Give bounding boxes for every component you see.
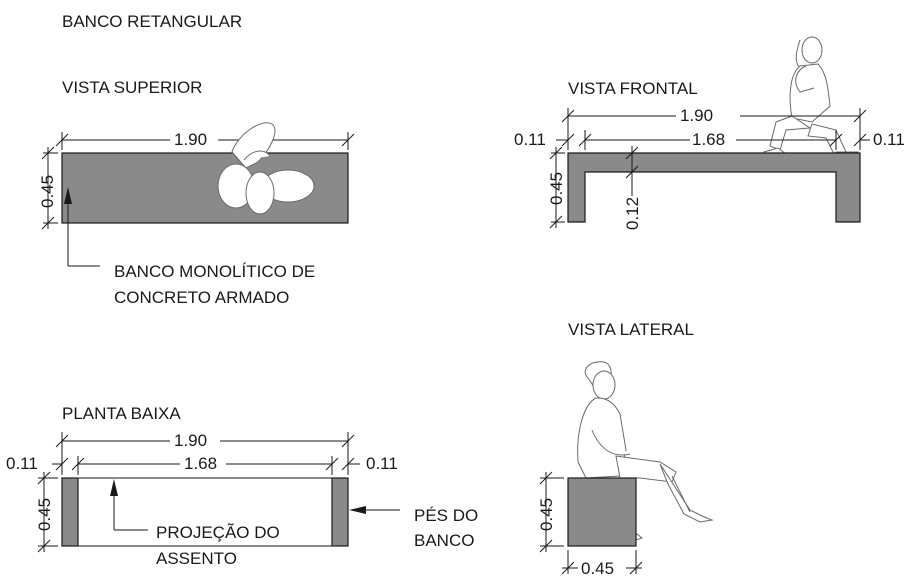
- front-dim-total: 1.90: [561, 106, 867, 150]
- plan-dim-inner: 1.68 0.11 0.11: [6, 454, 398, 475]
- plan-dim-width: 0.45: [35, 471, 58, 553]
- front-dim-inner-label: 1.68: [692, 130, 725, 149]
- page-title: BANCO RETANGULAR: [62, 12, 242, 31]
- side-dim-depth: 0.45: [561, 550, 643, 578]
- plan-dim-total-label: 1.90: [174, 431, 207, 450]
- top-view-title: VISTA SUPERIOR: [62, 78, 202, 97]
- plan-foot-right: [331, 477, 349, 547]
- top-note-line2: CONCRETO ARMADO: [114, 288, 289, 307]
- plan-view: PLANTA BAIXA 1.90 1.68 0.11 0.11: [6, 404, 478, 568]
- top-dim-width: 0.45: [38, 146, 58, 230]
- front-dim-inner: 1.68 0.11 0.11: [514, 130, 905, 150]
- top-note-leader: [64, 187, 100, 267]
- plan-dim-width-label: 0.45: [35, 498, 54, 531]
- plan-note-projection-line2: ASSENTO: [156, 549, 237, 568]
- front-dim-left-label: 0.11: [514, 130, 546, 149]
- top-dim-length-label: 1.90: [174, 130, 207, 149]
- front-dim-total-label: 1.90: [680, 106, 713, 125]
- front-view-title: VISTA FRONTAL: [568, 79, 698, 98]
- front-dim-right-label: 0.11: [873, 130, 905, 149]
- side-view: VISTA LATERAL 0.45: [537, 320, 714, 578]
- side-view-title: VISTA LATERAL: [568, 320, 694, 339]
- front-view: VISTA FRONTAL 1.90: [514, 36, 905, 230]
- plan-dim-inner-label: 1.68: [184, 454, 217, 473]
- side-dim-depth-label: 0.45: [581, 559, 614, 578]
- front-dim-slab: 0.12: [623, 146, 642, 230]
- plan-projection-leader: [110, 479, 148, 531]
- plan-foot-left: [61, 477, 79, 547]
- person-front-illustration: [762, 36, 859, 157]
- person-top-illustration: [217, 122, 315, 215]
- plan-note-projection-line1: PROJEÇÃO DO: [156, 523, 280, 542]
- plan-note-feet-line1: PÉS DO: [414, 506, 478, 525]
- plan-dim-left-label: 0.11: [6, 454, 38, 473]
- front-bench-profile: [567, 152, 861, 223]
- side-bench-block: [567, 477, 637, 547]
- top-note-line1: BANCO MONOLÍTICO DE: [114, 262, 315, 281]
- side-dim-height: 0.45: [537, 471, 564, 553]
- plan-seat-projection: [61, 477, 349, 547]
- front-dim-height-label: 0.45: [547, 172, 566, 205]
- top-dim-length: 1.90: [55, 130, 355, 150]
- front-dim-height: 0.45: [547, 146, 566, 229]
- front-dim-slab-label: 0.12: [623, 197, 642, 230]
- plan-feet-leader: [349, 506, 400, 514]
- top-dim-width-label: 0.45: [38, 175, 57, 208]
- plan-view-title: PLANTA BAIXA: [62, 404, 181, 423]
- plan-dim-right-label: 0.11: [366, 454, 398, 473]
- plan-note-feet-line2: BANCO: [414, 531, 474, 550]
- top-view: VISTA SUPERIOR 1.90 0.: [38, 78, 355, 307]
- side-dim-height-label: 0.45: [537, 498, 556, 531]
- plan-dim-total: 1.90: [55, 431, 355, 475]
